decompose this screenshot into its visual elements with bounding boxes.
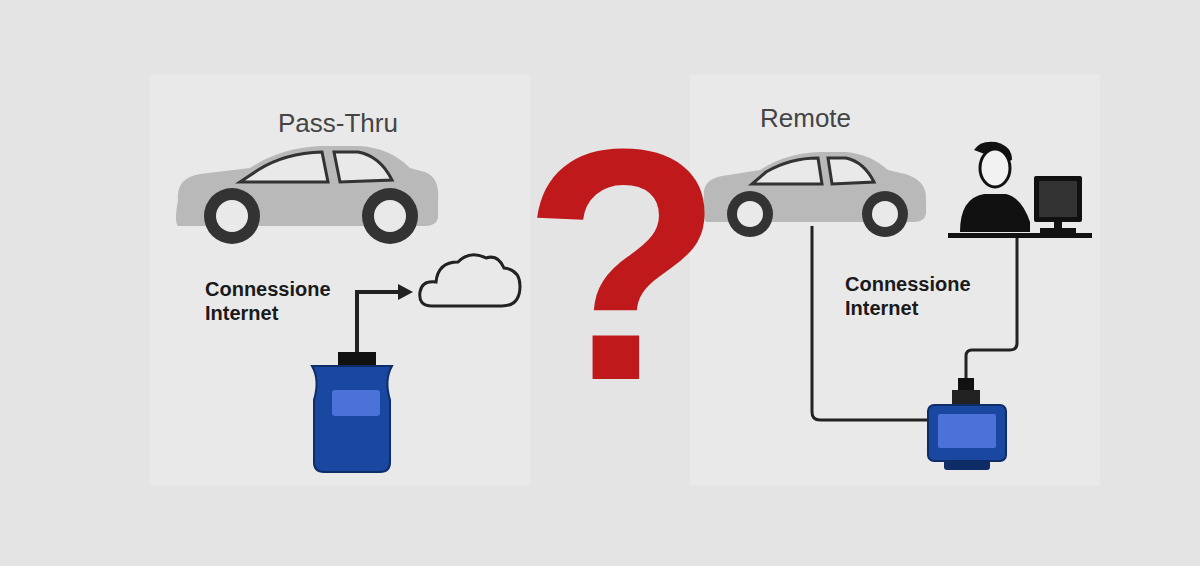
torso <box>960 194 1030 232</box>
car-window <box>828 158 874 184</box>
car-right <box>703 152 926 237</box>
car-wheel <box>862 191 908 237</box>
section-title: Pass-Thru <box>278 109 438 139</box>
arrowhead <box>398 284 413 300</box>
device-plug <box>958 378 974 392</box>
link-arrow <box>357 292 400 356</box>
car-hub <box>737 201 763 227</box>
desk <box>948 233 1092 238</box>
monitor-screen <box>1039 181 1077 217</box>
cloud-icon <box>420 255 520 306</box>
cable <box>812 226 930 420</box>
cable <box>966 236 1017 380</box>
device-body <box>928 405 1006 461</box>
car-hub <box>872 201 898 227</box>
device-stand <box>944 460 990 470</box>
car-window <box>334 152 392 182</box>
left-panel <box>150 75 530 485</box>
question-mark: ? <box>522 100 672 430</box>
connection-label: Connessione Internet <box>205 277 365 325</box>
obd-device-left <box>312 352 392 472</box>
device-plug <box>952 390 980 406</box>
car-wheel <box>727 191 773 237</box>
device-screen <box>938 414 996 448</box>
head <box>980 149 1010 187</box>
obd-device-right <box>928 378 1006 470</box>
car-window <box>240 152 328 182</box>
connection-label: Connessione Internet <box>845 272 1005 320</box>
car-wheel <box>362 188 418 244</box>
monitor <box>1034 176 1082 222</box>
keyboard <box>1040 228 1076 233</box>
car-wheel <box>204 188 260 244</box>
car-window <box>752 158 822 184</box>
car-hub <box>374 200 406 232</box>
car-hub <box>216 200 248 232</box>
section-title: Remote <box>760 104 920 134</box>
device-body <box>312 366 392 472</box>
right-panel <box>690 75 1100 485</box>
device-screen <box>332 390 380 416</box>
car-left <box>176 146 438 244</box>
person-at-computer <box>948 142 1092 238</box>
